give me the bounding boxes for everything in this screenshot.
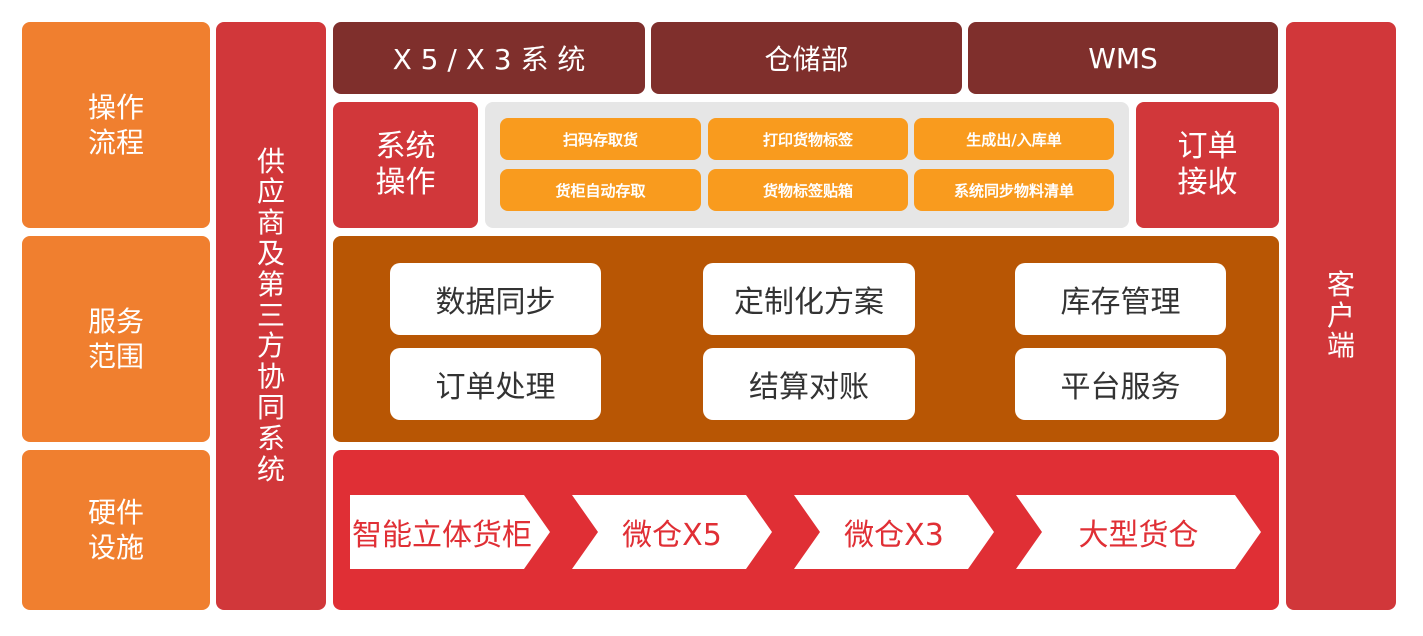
client-column: 客户端	[1286, 22, 1396, 610]
op-button-scan-store: 扫码存取货	[500, 118, 701, 160]
service-card-order-process: 订单处理	[390, 348, 601, 420]
order-receive-text: 订单接收	[1177, 129, 1238, 200]
hardware-arrow-smart-cabinet-text: 智能立体货柜	[352, 518, 532, 553]
op-button-generate-order-text: 生成出/入库单	[966, 130, 1062, 149]
op-button-label-box-text: 货物标签贴箱	[762, 181, 853, 200]
hardware-arrow-large-warehouse-shape	[1016, 495, 1261, 569]
top-bar-x5x3-system: X 5 / X 3 系 统	[333, 22, 645, 94]
hardware-arrow-large-warehouse-text: 大型货仓	[1078, 518, 1199, 553]
op-button-scan-store-text: 扫码存取货	[562, 130, 638, 149]
top-bar-warehouse-text: 仓储部	[764, 43, 849, 76]
top-bar-wms: WMS	[968, 22, 1278, 94]
service-card-inventory-text: 库存管理	[1060, 285, 1181, 320]
hardware-arrow-smart-cabinet: 智能立体货柜	[350, 495, 550, 569]
service-card-custom-plan: 定制化方案	[703, 263, 915, 335]
left-label-hardware: 硬件设施	[22, 450, 210, 610]
op-button-sync-bom: 系统同步物料清单	[914, 169, 1114, 211]
service-card-settlement: 结算对账	[703, 348, 915, 420]
hardware-arrow-micro-x5-shape	[572, 495, 772, 569]
service-card-settlement-text: 结算对账	[749, 370, 869, 405]
hardware-arrow-micro-x3: 微仓X3	[794, 495, 994, 569]
left-label-hardware-text: 硬件设施	[87, 496, 144, 564]
left-label-services-text: 服务范围	[87, 305, 144, 373]
system-operation-label: 系统操作	[333, 102, 478, 228]
top-bar-wms-text: WMS	[1088, 41, 1158, 75]
hardware-arrow-micro-x5: 微仓X5	[572, 495, 772, 569]
top-bar-warehouse-dept: 仓储部	[651, 22, 962, 94]
hardware-arrow-large-warehouse: 大型货仓	[1016, 495, 1261, 569]
order-receive-label: 订单接收	[1136, 102, 1279, 228]
supplier-system-column: 供应商及第三方协同系统	[216, 22, 326, 610]
service-card-custom-plan-text: 定制化方案	[734, 285, 884, 320]
op-button-generate-order: 生成出/入库单	[914, 118, 1114, 160]
service-card-platform: 平台服务	[1015, 348, 1226, 420]
op-button-print-label-text: 打印货物标签	[762, 130, 853, 149]
left-label-services: 服务范围	[22, 236, 210, 442]
service-card-data-sync: 数据同步	[390, 263, 601, 335]
service-card-platform-text: 平台服务	[1060, 370, 1181, 405]
hardware-arrow-micro-x5-text: 微仓X5	[622, 518, 722, 553]
service-card-inventory: 库存管理	[1015, 263, 1226, 335]
left-label-process: 操作流程	[22, 22, 210, 228]
op-button-auto-cabinet: 货柜自动存取	[500, 169, 701, 211]
op-button-print-label: 打印货物标签	[708, 118, 908, 160]
hardware-arrow-smart-cabinet-shape	[350, 495, 550, 569]
hardware-arrow-micro-x3-shape	[794, 495, 994, 569]
op-button-auto-cabinet-text: 货柜自动存取	[555, 181, 646, 200]
client-column-text: 客户端	[1326, 267, 1355, 363]
left-label-process-text: 操作流程	[87, 91, 144, 159]
top-bar-x5x3-text: X 5 / X 3 系 统	[392, 43, 586, 76]
supplier-system-text: 供应商及第三方协同系统	[256, 144, 285, 486]
service-card-order-process-text: 订单处理	[435, 370, 556, 405]
op-button-label-box: 货物标签贴箱	[708, 169, 908, 211]
op-button-sync-bom-text: 系统同步物料清单	[953, 181, 1074, 200]
system-operation-text: 系统操作	[375, 129, 436, 200]
hardware-arrow-micro-x3-text: 微仓X3	[844, 518, 944, 553]
service-card-data-sync-text: 数据同步	[435, 285, 556, 320]
